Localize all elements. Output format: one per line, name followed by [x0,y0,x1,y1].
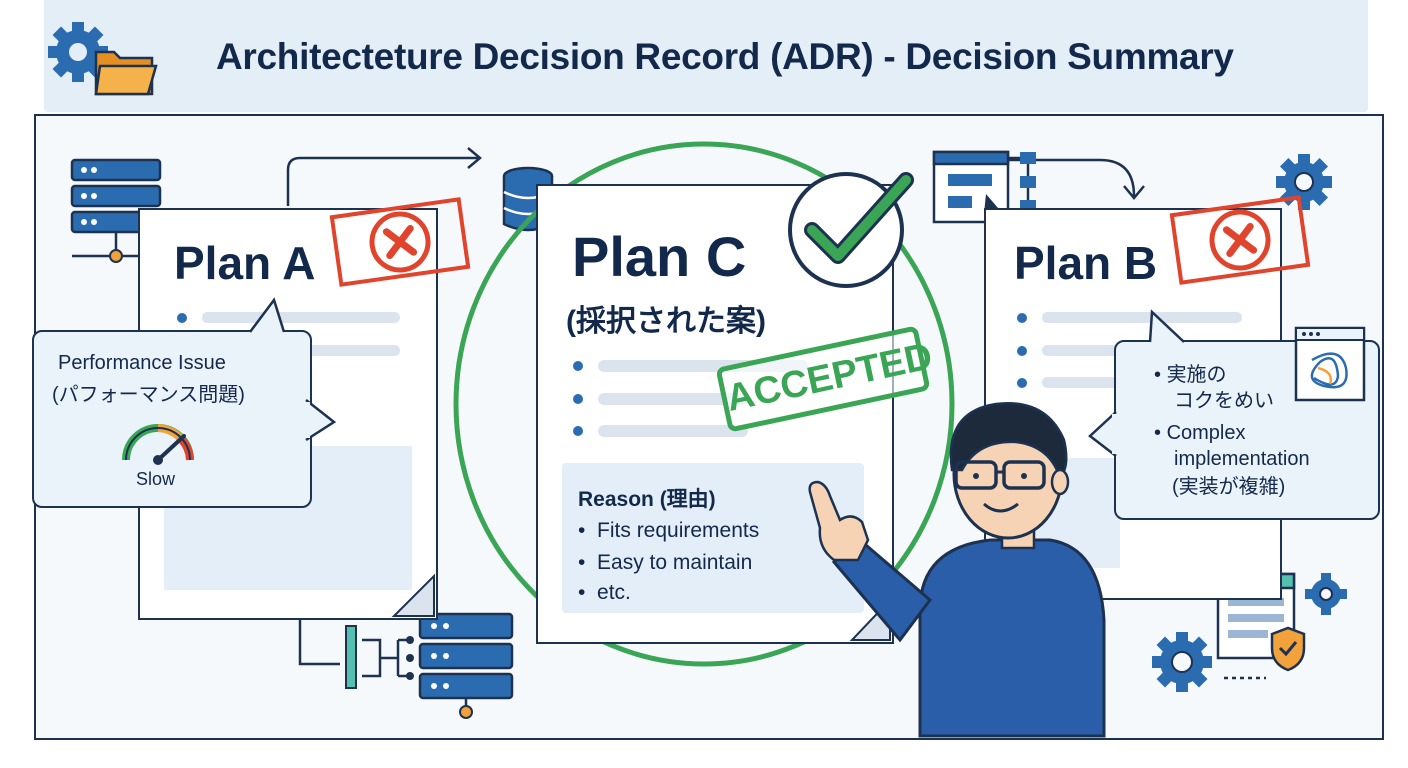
page-title: Architecteture Decision Record (ADR) - D… [216,36,1234,77]
reason-box: Reason (理由) • Fits requirements • Easy t… [562,463,864,613]
folder-icon [94,50,158,96]
reason-item-text: Easy to maintain [597,551,753,574]
plan-a-issue-bubble [32,330,312,508]
plan-b-issue-line1: • 実施の [1154,364,1227,386]
plan-c-subtitle: (採択された案) [566,305,766,338]
plan-a-issue-line2: (パフォーマンス問題) [52,384,245,406]
reason-item-text: etc. [597,581,631,604]
plan-b-issue-line5: (実装が複雑) [1172,476,1286,498]
plan-a-issue-line1: Performance Issue [58,352,226,374]
plan-b-title: Plan B [1014,237,1158,289]
reason-item: • Fits requirements [578,519,760,542]
plan-a-title: Plan A [174,237,316,289]
bubble-line: 実施の [1166,364,1227,386]
plan-b-issue-bubble [1114,340,1380,520]
plan-b-issue-line2: コクをめい [1174,390,1274,412]
plan-b-issue-line3: • Complex [1154,422,1246,444]
reason-item: • etc. [578,581,631,604]
bubble-line: Complex [1166,422,1246,444]
header-banner: Architecteture Decision Record (ADR) - D… [44,0,1368,112]
reason-item-text: Fits requirements [597,519,760,542]
header-icons [48,22,158,96]
reason-item: • Easy to maintain [578,551,753,574]
plan-c-title: Plan C [572,225,747,288]
plan-b-issue-line4: implementation [1174,448,1310,470]
gauge-label: Slow [136,469,176,489]
reason-title: Reason (理由) [578,488,716,511]
